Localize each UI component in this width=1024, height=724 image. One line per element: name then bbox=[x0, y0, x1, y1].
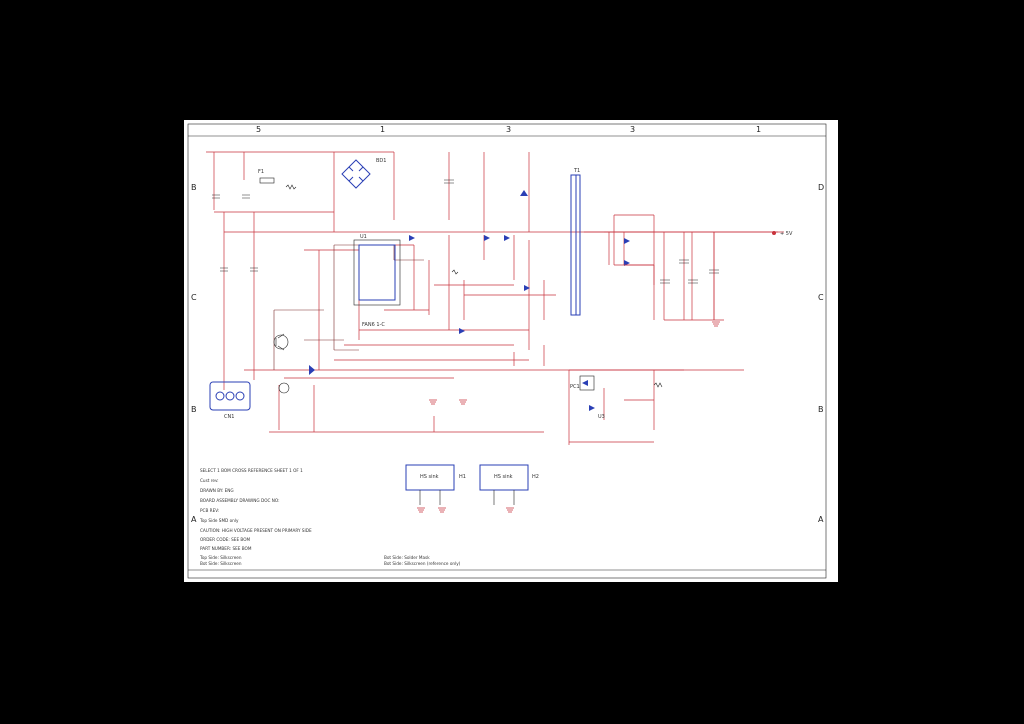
connector-label: CN1 bbox=[224, 414, 234, 420]
fuse-label: F1 bbox=[258, 169, 264, 175]
zone-left-4: A bbox=[191, 515, 197, 524]
sheet-border bbox=[187, 123, 827, 579]
zone-top-2: 1 bbox=[380, 125, 385, 134]
wiring bbox=[206, 151, 784, 445]
zone-top-5: 1 bbox=[756, 125, 761, 134]
zone-top-4: 3 bbox=[630, 125, 635, 134]
zone-right-4: A bbox=[818, 515, 824, 524]
fuse-f1: F1 bbox=[258, 169, 275, 184]
schematic-sheet: 5 1 3 3 1 B C B A D C B A F1 BD1 bbox=[184, 120, 838, 582]
hs1-title: HS sink bbox=[420, 474, 439, 480]
hs2-title: HS sink bbox=[494, 474, 513, 480]
ground-symbols bbox=[417, 321, 720, 513]
note-6: Top Side SMD only bbox=[199, 518, 239, 523]
bridge-label: BD1 bbox=[376, 158, 386, 164]
ac-connector: CN1 bbox=[209, 381, 251, 420]
zone-left-2: C bbox=[191, 293, 197, 302]
zone-top-3: 3 bbox=[506, 125, 511, 134]
diodes bbox=[309, 190, 630, 375]
note-9: PART NUMBER: SEE BOM bbox=[200, 546, 252, 551]
transformer-label: T1 bbox=[573, 168, 580, 174]
note-7: CAUTION: HIGH VOLTAGE PRESENT ON PRIMARY… bbox=[200, 528, 312, 533]
note-10: Top Side: Silkscreen bbox=[199, 555, 242, 560]
note-2: Cust rev: bbox=[200, 478, 219, 483]
note-4: BOARD ASSEMBLY DRAWING DOC NO: bbox=[200, 498, 280, 503]
feedback-section: PC1 U3 bbox=[570, 375, 605, 420]
bridge-rectifier: BD1 bbox=[341, 158, 386, 189]
hs2-ref: H2 bbox=[532, 474, 539, 480]
note-1: SELECT 1 BOM CROSS REFERENCE SHEET 1 OF … bbox=[200, 468, 303, 473]
zone-right-1: D bbox=[818, 183, 824, 192]
control-wiring bbox=[273, 244, 424, 370]
hs1-ref: H1 bbox=[459, 474, 466, 480]
heatsink-h2: HS sink H2 bbox=[479, 464, 539, 505]
optocoupler-label: PC1 bbox=[570, 384, 580, 390]
output-label: + 5V bbox=[780, 231, 793, 237]
zone-top-1: 5 bbox=[256, 125, 261, 134]
note-11: Bot Side: Silkscreen bbox=[200, 561, 242, 566]
passives bbox=[212, 179, 719, 388]
note-12: Bot Side: Solder Mask bbox=[384, 555, 430, 560]
ic-ref: U1 bbox=[360, 234, 367, 240]
note-5: PCB REV: bbox=[200, 508, 219, 513]
notes-block: SELECT 1 BOM CROSS REFERENCE SHEET 1 OF … bbox=[199, 468, 461, 566]
controller-ic: U1 FAN6 1-C bbox=[353, 234, 401, 328]
transformer-t1: T1 bbox=[570, 168, 581, 316]
heatsink-h1: HS sink H1 bbox=[405, 464, 466, 505]
schematic-drawing: 5 1 3 3 1 B C B A D C B A F1 BD1 bbox=[187, 123, 827, 579]
zone-right-2: C bbox=[818, 293, 824, 302]
zone-left-1: B bbox=[191, 183, 197, 192]
output-section: + 5V bbox=[584, 214, 793, 320]
note-3: DRAWN BY: ENG bbox=[200, 488, 234, 493]
regulator-label: U3 bbox=[598, 414, 605, 420]
ic-label: FAN6 1-C bbox=[362, 322, 385, 328]
zone-left-3: B bbox=[191, 405, 197, 414]
zone-right-3: B bbox=[818, 405, 824, 414]
switch-transistor bbox=[273, 333, 290, 394]
note-8: ORDER CODE: SEE BOM bbox=[200, 537, 251, 542]
note-13: Bot Side: Silkscreen (reference only) bbox=[384, 561, 461, 566]
